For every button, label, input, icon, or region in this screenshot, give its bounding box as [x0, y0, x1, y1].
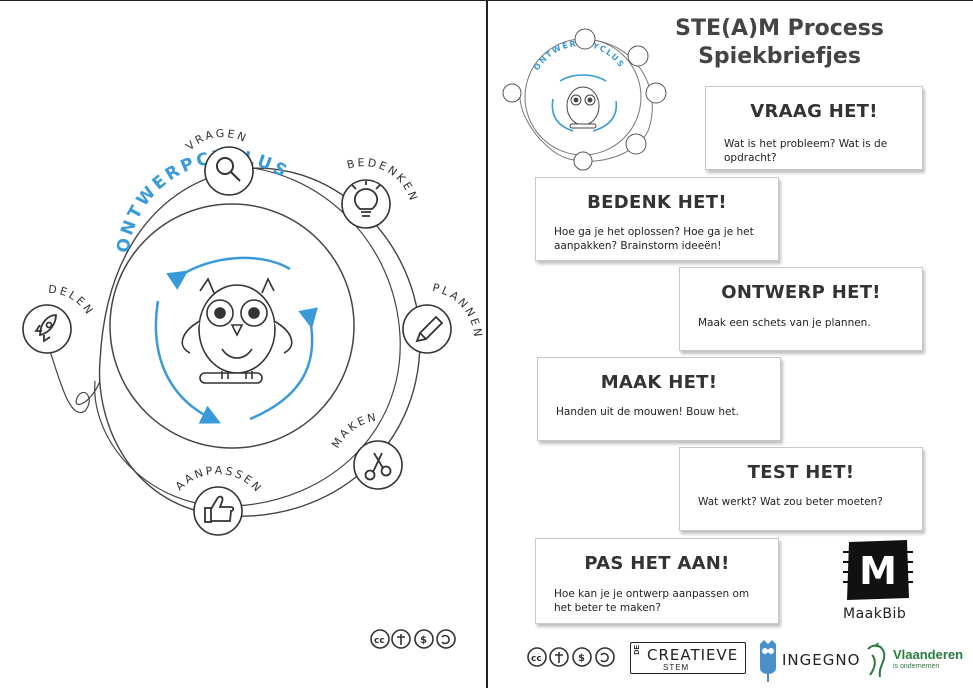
- mini-step-plannen: [645, 82, 667, 104]
- card-pas-het-aan: PAS HET AAN! Hoe kan je je ontwerp aanpa…: [535, 538, 779, 624]
- svg-text:ONTWERPCYCLUS: ONTWERPCYCLUS: [113, 147, 292, 255]
- creatieve-prefix: DE: [634, 645, 641, 655]
- ingegno-text: INGEGNO: [782, 651, 861, 669]
- card-text: Maak een schets van je plannen.: [698, 317, 871, 329]
- thumbs-up-icon: [204, 495, 235, 523]
- svg-text:$: $: [578, 653, 585, 664]
- vlaanderen-text: Vlaanderen: [893, 647, 964, 662]
- diagram-title: ONTWERPCYCLUS: [113, 147, 289, 255]
- card-title: MAAK HET!: [600, 372, 718, 393]
- card-text: Handen uit de mouwen! Bouw het.: [556, 406, 739, 418]
- card-title: PAS HET AAN!: [584, 553, 730, 574]
- maakbib-logo: M: [843, 540, 913, 600]
- card-title: BEDENK HET!: [587, 192, 727, 213]
- step-vragen: [204, 146, 254, 196]
- pencil-icon: [415, 315, 444, 343]
- mini-owl-icon: [566, 86, 600, 129]
- svg-text:$: $: [420, 635, 427, 646]
- step-plannen: [402, 304, 452, 354]
- de-creatieve-stem-logo: DE CREATIEVE STEM: [630, 642, 746, 674]
- left-page: ONTWERPCYCLUS: [0, 0, 488, 688]
- card-title: TEST HET!: [747, 462, 855, 483]
- step-delen: [22, 304, 72, 354]
- card-text: Wat is het probleem? Wat is de opdracht?: [724, 138, 888, 164]
- mini-step-bedenken: [627, 45, 649, 67]
- maakbib-letter: M: [859, 549, 897, 593]
- mini-step-maken: [625, 133, 647, 155]
- owl-icon: [181, 277, 293, 384]
- card-bedenk-het: BEDENK HET! Hoe ga je het oplossen? Hoe …: [535, 177, 779, 261]
- card-ontwerp-het: ONTWERP HET! Maak een schets van je plan…: [679, 267, 923, 351]
- svg-text:cc: cc: [374, 636, 385, 646]
- inner-cycle-circle: [109, 203, 355, 449]
- lightbulb-icon: [351, 181, 381, 217]
- right-page: ONTWERPCYCLUS STE(A)M Process Spiekbrief…: [488, 0, 973, 688]
- card-text: Hoe ga je het oplossen? Hoe ga je het aa…: [554, 226, 754, 252]
- step-aanpassen: [193, 486, 243, 536]
- scissors-icon: [364, 452, 392, 481]
- card-maak-het: MAAK HET! Handen uit de mouwen! Bouw het…: [537, 357, 781, 441]
- mini-step-vragen: [574, 28, 596, 50]
- svg-text:cc: cc: [531, 654, 542, 664]
- cc-license-icon: cc $: [527, 647, 615, 667]
- card-title: ONTWERP HET!: [721, 282, 881, 303]
- rocket-icon: [34, 314, 57, 343]
- maakbib-text: MaakBib: [843, 606, 907, 622]
- ingegno-owl-icon: [760, 640, 776, 682]
- creatieve-main: CREATIEVE: [647, 646, 739, 664]
- card-text: Wat werkt? Wat zou beter moeten?: [698, 496, 883, 508]
- ontwerpcyclus-diagram: ONTWERPCYCLUS: [22, 127, 482, 649]
- card-text: Hoe kan je je ontwerp aanpassen om het b…: [554, 588, 750, 614]
- sheet-title-line1: STE(A)M Process: [675, 16, 884, 41]
- sheet-title-line2: Spiekbriefjes: [698, 44, 861, 69]
- card-vraag-het: VRAAG HET! Wat is het probleem? Wat is d…: [705, 86, 923, 170]
- card-test-het: TEST HET! Wat werkt? Wat zou beter moete…: [679, 447, 923, 531]
- ontwerpcyclus-mini-diagram: ONTWERPCYCLUS: [502, 28, 667, 171]
- mini-step-aanpassen: [573, 151, 593, 171]
- card-title: VRAAG HET!: [750, 101, 878, 122]
- sheet-title: STE(A)M Process Spiekbriefjes: [638, 15, 921, 71]
- creatieve-sub: STEM: [663, 663, 690, 672]
- vlaanderen-subtext: is ondernemen: [893, 663, 940, 670]
- step-bedenken: [341, 179, 391, 229]
- mini-step-delen: [502, 83, 522, 103]
- magnifier-icon: [216, 157, 241, 182]
- step-maken: [353, 440, 403, 490]
- cc-license-icon: cc $: [370, 629, 456, 649]
- vlaanderen-lion-icon: [867, 642, 886, 678]
